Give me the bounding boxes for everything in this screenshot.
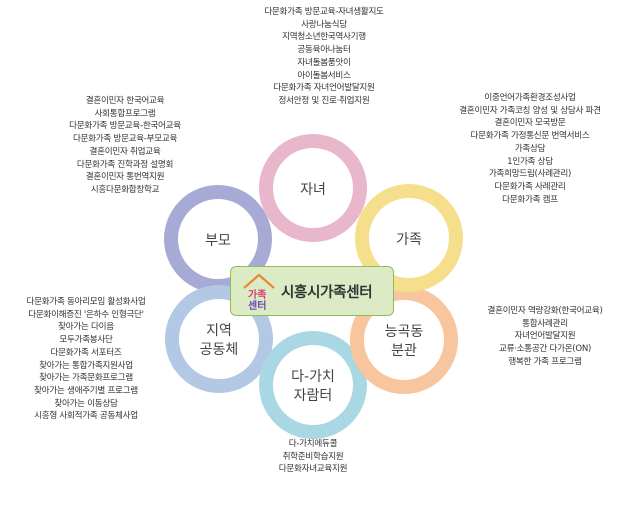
ring-capability-label-1: 능곡동: [385, 324, 424, 340]
program-item: 다-가치에듀콜: [288, 439, 338, 449]
ring-parents-label: 부모: [205, 233, 231, 249]
family-center-logo: 가족 센터: [243, 273, 275, 311]
program-item: 지역청소년한국역사기행: [282, 32, 366, 43]
program-item: 결혼이민자 가족코칭 양성 및 상담사 파견: [459, 105, 601, 116]
program-item: 찾아가는 이동상담: [54, 398, 118, 409]
program-item: 다문화가족 서포터즈: [50, 347, 122, 358]
program-item: 모두가족봉사단: [59, 335, 113, 346]
program-item: 취학준비학습지원: [282, 451, 344, 462]
ring-children-shape: [259, 134, 367, 242]
ring-dagachi-shape: [259, 331, 367, 439]
ring-children-label: 자녀: [300, 182, 326, 198]
program-item: 찾아가는 생애주기별 프로그램: [34, 385, 138, 396]
program-item: 결혼이민자 취업교육: [89, 146, 161, 157]
program-item: 다문화가족 자녀언어발달지원: [273, 83, 375, 94]
ring-family: 가족: [355, 184, 463, 292]
program-item: 다문화가족 진학과정 설명회: [76, 159, 174, 170]
program-item: 이중언어가족환경조성사업: [484, 93, 576, 103]
program-item: 결혼이민자 한국어교육: [85, 96, 165, 106]
program-item: 다문화가족 동아리모임 활성화사업: [26, 297, 146, 307]
program-item: 시흥다문화합창학교: [90, 184, 160, 195]
ring-dagachi-label-2: 자람터: [294, 388, 333, 404]
program-item: 다문화가족 방문교육-한국어교육: [69, 121, 181, 132]
program-item: 다문화가족 캠프: [502, 194, 558, 205]
program-item: 가족희망드림(사례관리): [488, 169, 572, 180]
ring-capability-label-2: 분관: [391, 343, 417, 359]
program-item: 찾아가는 다이음: [58, 322, 114, 333]
program-item: 사랑나눔식당: [301, 19, 347, 30]
program-item: 찾아가는 통합가족지원사업: [39, 360, 133, 371]
program-item: 시흥형 사회적가족 공동체사업: [34, 411, 138, 422]
center-box: 가족 센터 시흥시가족센터: [230, 266, 394, 316]
program-item: 1인가족 상담: [507, 156, 553, 167]
logo-text-1: 가족: [248, 288, 266, 301]
program-item: 결혼이민자 통번역지원: [85, 172, 165, 183]
ring-family-label: 가족: [396, 232, 422, 248]
ring-community-label-2: 공동체: [200, 342, 239, 358]
program-item: 다문화가족 방문교육-자녀생활지도: [264, 7, 384, 17]
program-item: 다문화자녀교육지원: [278, 464, 348, 475]
center-title: 시흥시가족센터: [281, 285, 373, 301]
logo-text-2: 센터: [248, 299, 266, 311]
program-item: 다문화가족 가정통신문 번역서비스: [470, 131, 590, 142]
program-item: 결혼이민자 모국방문: [494, 118, 566, 129]
program-item: 사회통합프로그램: [94, 108, 156, 119]
program-item: 통합사례관리: [522, 318, 568, 329]
program-item: 자녀언어발달지원: [514, 331, 576, 342]
program-item: 공동육아나눔터: [297, 45, 351, 56]
program-item: 결혼이민자 역량강화(한국어교육): [487, 306, 603, 316]
ring-family-shape: [355, 184, 463, 292]
program-item: 행복한 가족 프로그램: [508, 356, 582, 367]
ring-capability: 능곡동 분관: [350, 286, 458, 394]
ring-parents: 부모: [164, 185, 272, 293]
ring-children: 자녀: [259, 134, 367, 242]
program-item: 다문화가족 사례관리: [494, 181, 566, 192]
ring-dagachi: 다-가치 자람터: [259, 331, 367, 439]
program-item: 정서안정 및 진로·취업지원: [278, 95, 370, 106]
ring-community-label-1: 지역: [206, 323, 232, 339]
program-item: 다문화가족 방문교육-부모교육: [72, 134, 178, 145]
ring-dagachi-label-1: 다-가치: [291, 369, 335, 385]
program-item: 가족상담: [514, 143, 546, 154]
program-item: 아이돌봄서비스: [297, 70, 351, 81]
program-item: 다문화이해증진 '은하수 인형극단': [28, 309, 144, 320]
program-item: 교류·소통공간 다가온(ON): [498, 344, 592, 355]
program-item: 찾아가는 가족문화프로그램: [39, 373, 133, 384]
program-item: 자녀돌봄품앗이: [297, 57, 351, 68]
ring-capability-shape: [350, 286, 458, 394]
